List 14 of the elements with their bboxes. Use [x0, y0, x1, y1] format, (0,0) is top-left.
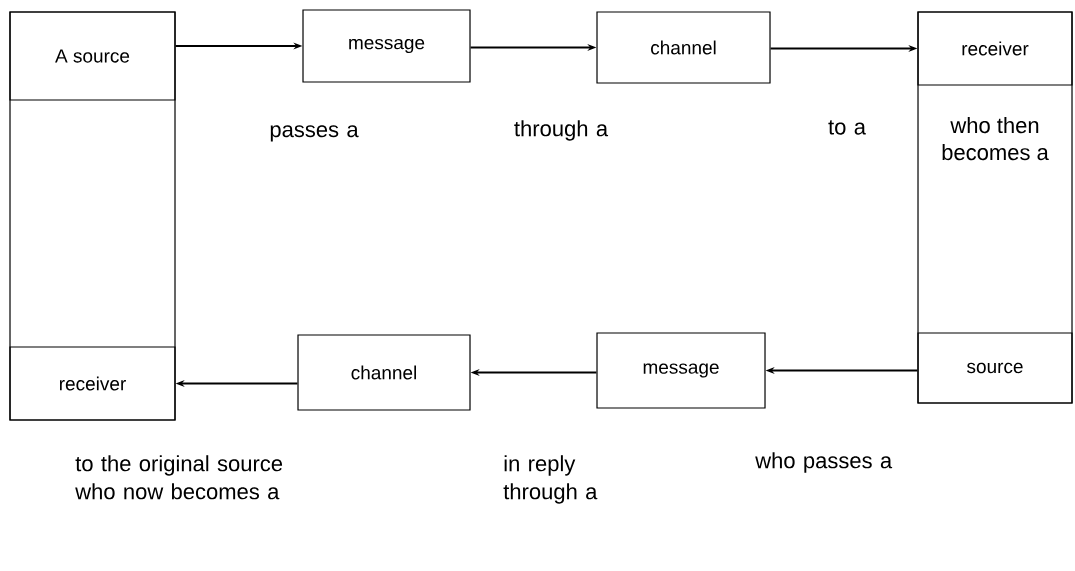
label-box: receiver	[9, 346, 176, 421]
label-box: channel	[596, 11, 771, 84]
label-box: message	[302, 9, 471, 83]
label-box: source	[917, 332, 1073, 404]
text-label: passes a	[270, 125, 359, 142]
text-label: to a	[828, 120, 866, 135]
label-box: A source	[9, 11, 176, 101]
label-box: channel	[297, 334, 471, 411]
text-label: through a	[514, 120, 609, 141]
text-label: who passes a	[755, 452, 893, 473]
text-label: in reply through a	[503, 455, 598, 504]
label-box: receiver	[917, 11, 1073, 86]
label-box: message	[596, 332, 766, 409]
text-label: to the original source who now becomes a	[75, 455, 283, 500]
